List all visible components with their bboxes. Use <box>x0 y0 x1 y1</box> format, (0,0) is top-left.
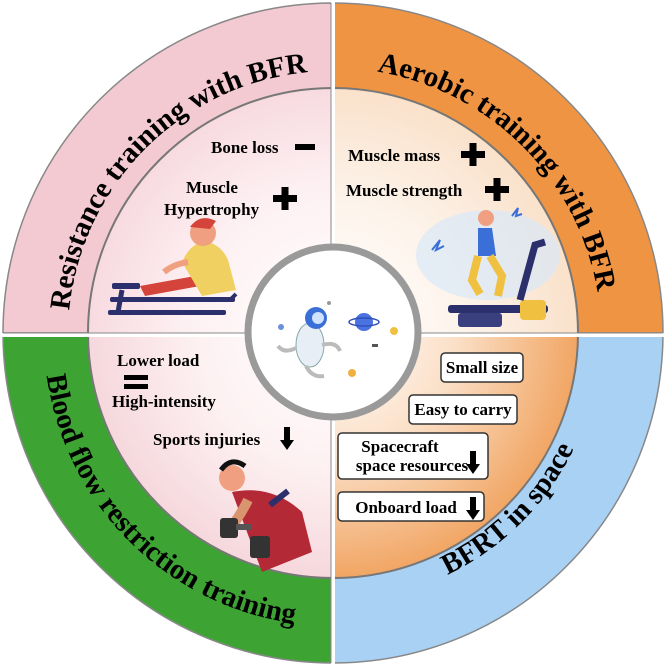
onboard-load-box: Onboard load <box>337 491 485 522</box>
center-circle <box>244 243 422 421</box>
down-arrow-icon <box>280 427 294 450</box>
svg-text:Small size: Small size <box>446 358 519 377</box>
text-high-intensity: High-intensity <box>112 392 216 411</box>
svg-text:Easy to carry: Easy to carry <box>414 400 512 419</box>
text-hypertrophy: Hypertrophy <box>164 200 260 219</box>
down-arrow-icon <box>466 497 480 520</box>
equals-icon <box>124 375 148 389</box>
dumbbell-lifter-icon <box>218 459 312 572</box>
astronaut-space-icon <box>276 301 398 379</box>
down-arrow-icon <box>466 451 480 474</box>
plus-icon <box>461 143 485 166</box>
svg-text:Spacecraft: Spacecraft <box>361 437 439 456</box>
text-muscle-strength: Muscle strength <box>346 181 463 200</box>
text-sports-injuries: Sports injuries <box>153 430 261 449</box>
text-muscle: Muscle <box>186 178 238 197</box>
plus-icon <box>485 178 509 201</box>
easy-to-carry-box: Easy to carry <box>408 394 518 425</box>
minus-icon <box>295 144 315 150</box>
svg-text:space resources: space resources <box>356 456 469 475</box>
plus-icon <box>273 187 297 210</box>
text-lower-load: Lower load <box>117 351 200 370</box>
text-muscle-mass: Muscle mass <box>348 146 440 165</box>
treadmill-runner-icon <box>416 207 560 327</box>
spacecraft-resources-box: Spacecraft space resources <box>337 432 489 480</box>
small-size-box: Small size <box>440 352 524 383</box>
text-bone-loss: Bone loss <box>211 138 279 157</box>
svg-text:Onboard load: Onboard load <box>355 498 457 517</box>
rowing-machine-person-icon <box>108 218 238 315</box>
